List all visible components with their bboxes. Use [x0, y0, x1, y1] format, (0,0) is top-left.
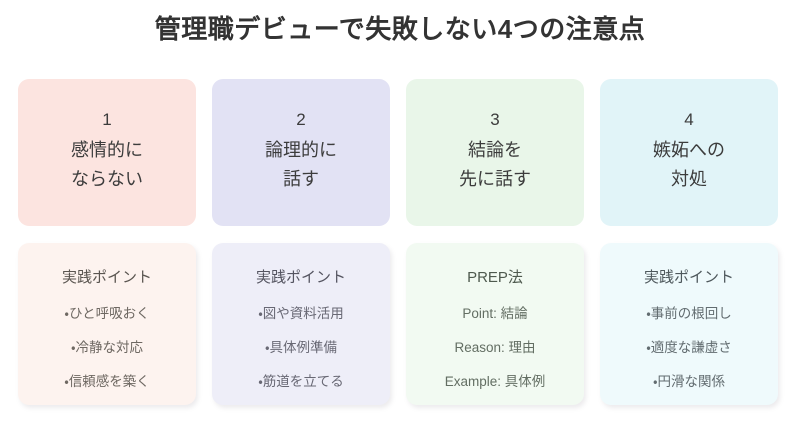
top-card-4: 4 嫉妬への 対処	[600, 79, 778, 226]
list-item: ・信頼感を築く	[64, 374, 150, 390]
list-item: ・適度な謙虚さ	[646, 340, 732, 356]
list-item: ・事前の根回し	[646, 306, 732, 321]
bottom-card-1: 実践ポイント ・ひと呼吸おく ・冷静な対応 ・信頼感を築く	[18, 243, 196, 405]
top-card-1: 1 感情的に ならない	[18, 79, 196, 226]
bottom-cards-row: 実践ポイント ・ひと呼吸おく ・冷静な対応 ・信頼感を築く 実践ポイント ・図や…	[18, 243, 783, 405]
card-headline-line-4b: 対処	[671, 169, 707, 190]
list-item: ・具体例準備	[264, 340, 338, 356]
top-cards-row: 1 感情的に ならない 2 論理的に 話す 3 結論を 先に話す 4 嫉妬への …	[18, 79, 783, 226]
bottom-card-items-1: ・ひと呼吸おく ・冷静な対応 ・信頼感を築く	[26, 305, 188, 392]
list-item: ・冷静な対応	[70, 340, 144, 356]
top-card-2: 2 論理的に 話す	[212, 79, 390, 226]
list-item: ・円滑な関係	[652, 374, 726, 390]
card-headline-line-1a: 感情的に	[71, 140, 143, 161]
bottom-card-title-4: 実践ポイント	[643, 269, 734, 286]
bottom-card-title-1: 実践ポイント	[61, 269, 152, 286]
bottom-card-items-4: ・事前の根回し ・適度な謙虚さ ・円滑な関係	[608, 305, 770, 392]
card-headline-line-2b: 話す	[283, 169, 319, 190]
list-item: Point: 結論	[462, 306, 528, 321]
list-item: ・ひと呼吸おく	[64, 306, 150, 321]
list-item: ・図や資料活用	[258, 306, 344, 321]
card-number-1: 1	[102, 109, 112, 129]
bottom-card-title-3: PREP法	[467, 269, 523, 286]
bottom-card-2: 実践ポイント ・図や資料活用 ・具体例準備 ・筋道を立てる	[212, 243, 390, 405]
bottom-card-items-3: Point: 結論 Reason: 理由 Example: 具体例	[414, 305, 576, 392]
card-headline-line-4a: 嫉妬への	[653, 140, 725, 161]
bottom-card-3: PREP法 Point: 結論 Reason: 理由 Example: 具体例	[406, 243, 584, 405]
list-item: Reason: 理由	[454, 340, 536, 356]
bottom-card-4: 実践ポイント ・事前の根回し ・適度な謙虚さ ・円滑な関係	[600, 243, 778, 405]
card-headline-line-3a: 結論を	[468, 140, 522, 161]
card-number-2: 2	[296, 109, 306, 129]
card-number-4: 4	[684, 109, 694, 129]
list-item: Example: 具体例	[444, 374, 546, 390]
list-item: ・筋道を立てる	[258, 374, 344, 390]
top-card-3: 3 結論を 先に話す	[406, 79, 584, 226]
bottom-card-items-2: ・図や資料活用 ・具体例準備 ・筋道を立てる	[220, 305, 382, 392]
bottom-card-title-2: 実践ポイント	[255, 269, 346, 286]
card-headline-line-3b: 先に話す	[459, 169, 531, 190]
page-title: 管理職デビューで失敗しない4つの注意点	[154, 14, 646, 44]
card-headline-line-1b: ならない	[71, 169, 143, 190]
card-headline-line-2a: 論理的に	[265, 140, 337, 161]
card-number-3: 3	[490, 109, 500, 129]
